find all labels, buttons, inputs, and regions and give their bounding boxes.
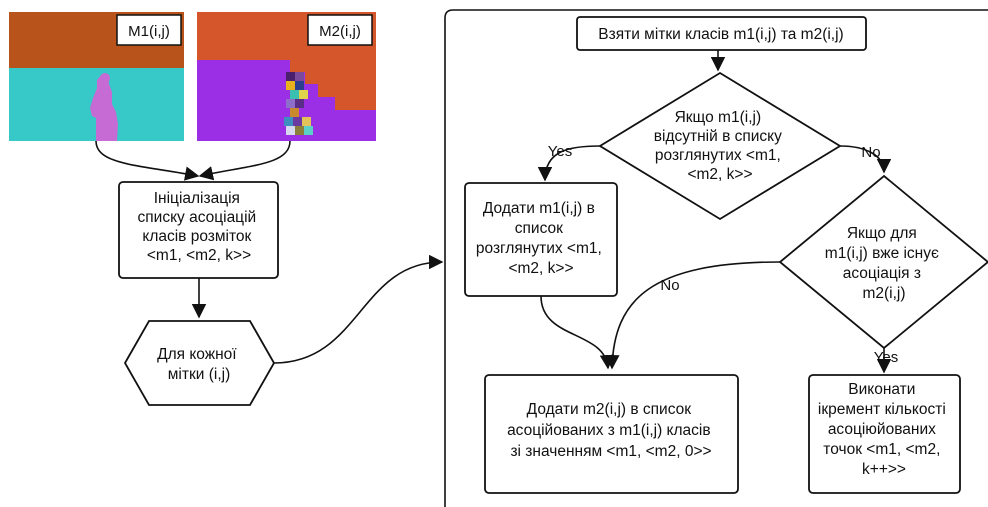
svg-text:Додати m2(i,j) в список: Додати m2(i,j) в список асоційованих з m…: [507, 401, 715, 460]
edge-decision1-yes: [537, 145, 601, 182]
edge-label-yes-bottom: Yes: [874, 349, 898, 366]
image-tag-m2: M2(i,j): [307, 14, 373, 46]
node-init-association-list: Ініціалізація списку асоціацій класів ро…: [118, 181, 279, 279]
edge-considered-to-associated: [540, 295, 615, 370]
svg-text:Для кожної мітки (i,j): Для кожної мітки (i,j): [157, 346, 241, 383]
loop-body-panel: [444, 9, 988, 507]
node-decision-association-exists: Якщо для m1(i,j) вже існує асоціація з m…: [778, 174, 988, 350]
image-tag-m1: M1(i,j): [116, 14, 182, 46]
node-for-each-label: Для кожної мітки (i,j): [123, 320, 276, 406]
svg-text:Взяти мітки класів m1(i,j) та: Взяти мітки класів m1(i,j) та m2(i,j): [598, 26, 843, 43]
node-increment-count: Виконати ікремент кількості асоціюйовани…: [808, 374, 961, 494]
edge-label-yes-left: Yes: [548, 143, 572, 160]
segmentation-image-m2: [197, 12, 376, 141]
edge-decision2-no: [605, 261, 781, 370]
svg-text:Виконати ікремент кілько: Виконати ікремент кількості асоціюйовани…: [818, 381, 950, 478]
edge-decision1-no: [839, 145, 892, 174]
edge-label-no-left: No: [660, 277, 679, 294]
image-tag-m1-label: M1(i,j): [128, 23, 170, 40]
node-add-to-associated: Додати m2(i,j) в список асоційованих з m…: [484, 374, 739, 494]
image-tag-m2-label: M2(i,j): [319, 23, 361, 40]
node-take-class-labels: Взяти мітки класів m1(i,j) та m2(i,j): [576, 16, 867, 51]
edge-m1-to-init: [95, 140, 200, 181]
edge-each-to-panel: [273, 254, 444, 364]
svg-text:Якщо для m1(i,j) вже існ: Якщо для m1(i,j) вже існує асоціація з m…: [825, 225, 943, 302]
svg-text:Додати m1(i,j) в списо: Додати m1(i,j) в список розглянутих <m1,…: [476, 200, 606, 277]
svg-text:Якщо m1(i,j) відсутній в: Якщо m1(i,j) відсутній в списку розгляну…: [654, 109, 786, 183]
node-decision-m1-absent: Якщо m1(i,j) відсутній в списку розгляну…: [598, 71, 842, 221]
node-add-to-considered: Додати m1(i,j) в список розглянутих <m1,…: [464, 182, 618, 297]
edge-label-no-right: No: [861, 144, 880, 161]
svg-text:Ініціалізація списку асо: Ініціалізація списку асоціацій класів ро…: [138, 190, 261, 264]
edge-m2-to-init: [198, 140, 291, 181]
